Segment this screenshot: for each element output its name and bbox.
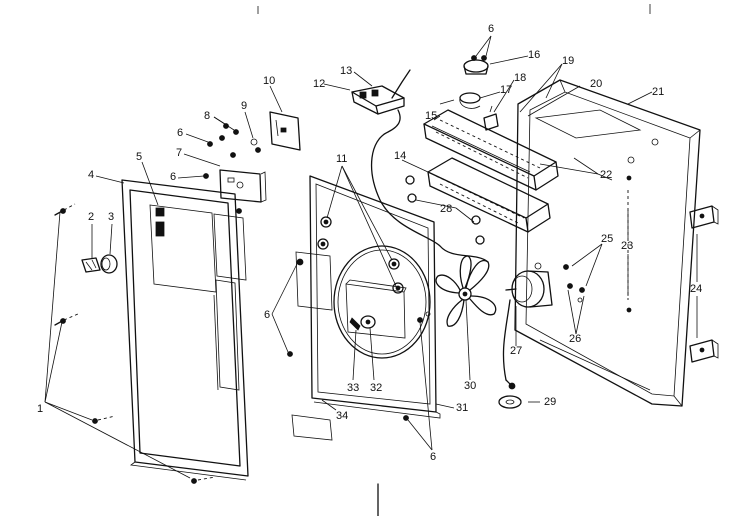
label-panel	[149, 204, 217, 293]
element-nuts	[405, 175, 485, 245]
callout-part-16: 16	[528, 49, 541, 61]
callout-part-5: 5	[136, 151, 143, 163]
thermostat	[463, 55, 489, 75]
callout-part-26: 26	[569, 333, 582, 345]
screw-1	[191, 476, 216, 484]
callout-part-12: 12	[313, 78, 326, 90]
callout-part-1: 1	[37, 403, 44, 415]
callout-part-23: 23	[621, 240, 634, 252]
callout-part-6: 6	[264, 309, 271, 321]
side-bracket-upper	[689, 205, 719, 229]
heating-element-lower	[427, 157, 551, 233]
leader-lines	[44, 35, 653, 479]
callout-part-6: 6	[430, 451, 437, 463]
callout-part-18: 18	[514, 72, 527, 84]
control-bracket	[219, 169, 267, 203]
callout-part-21: 21	[652, 86, 665, 98]
callout-part-25: 25	[601, 233, 614, 245]
knob-insert	[81, 257, 101, 273]
callout-part-19: 19	[562, 55, 575, 67]
callout-part-30: 30	[464, 380, 477, 392]
callout-part-28: 28	[440, 203, 453, 215]
front-mesh-grille	[213, 213, 333, 441]
callout-part-15: 15	[425, 110, 438, 122]
limit-switch	[483, 105, 499, 131]
callout-part-22: 22	[600, 169, 613, 181]
callout-part-24: 24	[690, 283, 703, 295]
callout-part-6: 6	[170, 171, 177, 183]
fan-mounting-panel	[295, 175, 441, 419]
callout-part-29: 29	[544, 396, 557, 408]
callout-part-14: 14	[394, 150, 407, 162]
callout-part-33: 33	[347, 382, 360, 394]
callout-part-27: 27	[510, 345, 523, 357]
callout-part-3: 3	[108, 211, 115, 223]
control-knob	[100, 254, 118, 274]
small-hardware	[203, 123, 261, 214]
rear-housing	[514, 79, 701, 407]
callout-part-8: 8	[204, 110, 211, 122]
motor-clip	[349, 315, 376, 331]
front-grille-frame	[121, 179, 249, 481]
side-bracket-lower	[689, 339, 719, 363]
power-switch	[351, 69, 411, 115]
mounting-plate	[269, 111, 301, 151]
heating-element-upper	[423, 109, 559, 191]
callout-part-4: 4	[88, 169, 95, 181]
power-cord	[370, 109, 489, 263]
screw-1	[92, 415, 116, 424]
callout-part-17: 17	[500, 84, 513, 96]
washer	[498, 395, 522, 409]
callout-part-6: 6	[177, 127, 184, 139]
callout-part-9: 9	[241, 100, 248, 112]
panel-fittings	[296, 216, 404, 294]
callout-part-7: 7	[176, 147, 183, 159]
callout-part-20: 20	[590, 78, 603, 90]
callout-part-11: 11	[336, 153, 348, 165]
callout-part-34: 34	[336, 410, 349, 422]
callout-part-6: 6	[488, 23, 495, 35]
callout-part-31: 31	[456, 402, 469, 414]
screw-1	[54, 313, 79, 326]
callout-part-13: 13	[340, 65, 353, 77]
callout-part-2: 2	[88, 211, 95, 223]
fan-motor	[502, 262, 553, 390]
thermal-cutout	[439, 92, 481, 109]
fan-blade	[435, 255, 497, 327]
screw-1	[54, 203, 76, 216]
callout-part-10: 10	[263, 75, 276, 87]
panel-screws	[287, 311, 431, 421]
callout-part-32: 32	[370, 382, 383, 394]
